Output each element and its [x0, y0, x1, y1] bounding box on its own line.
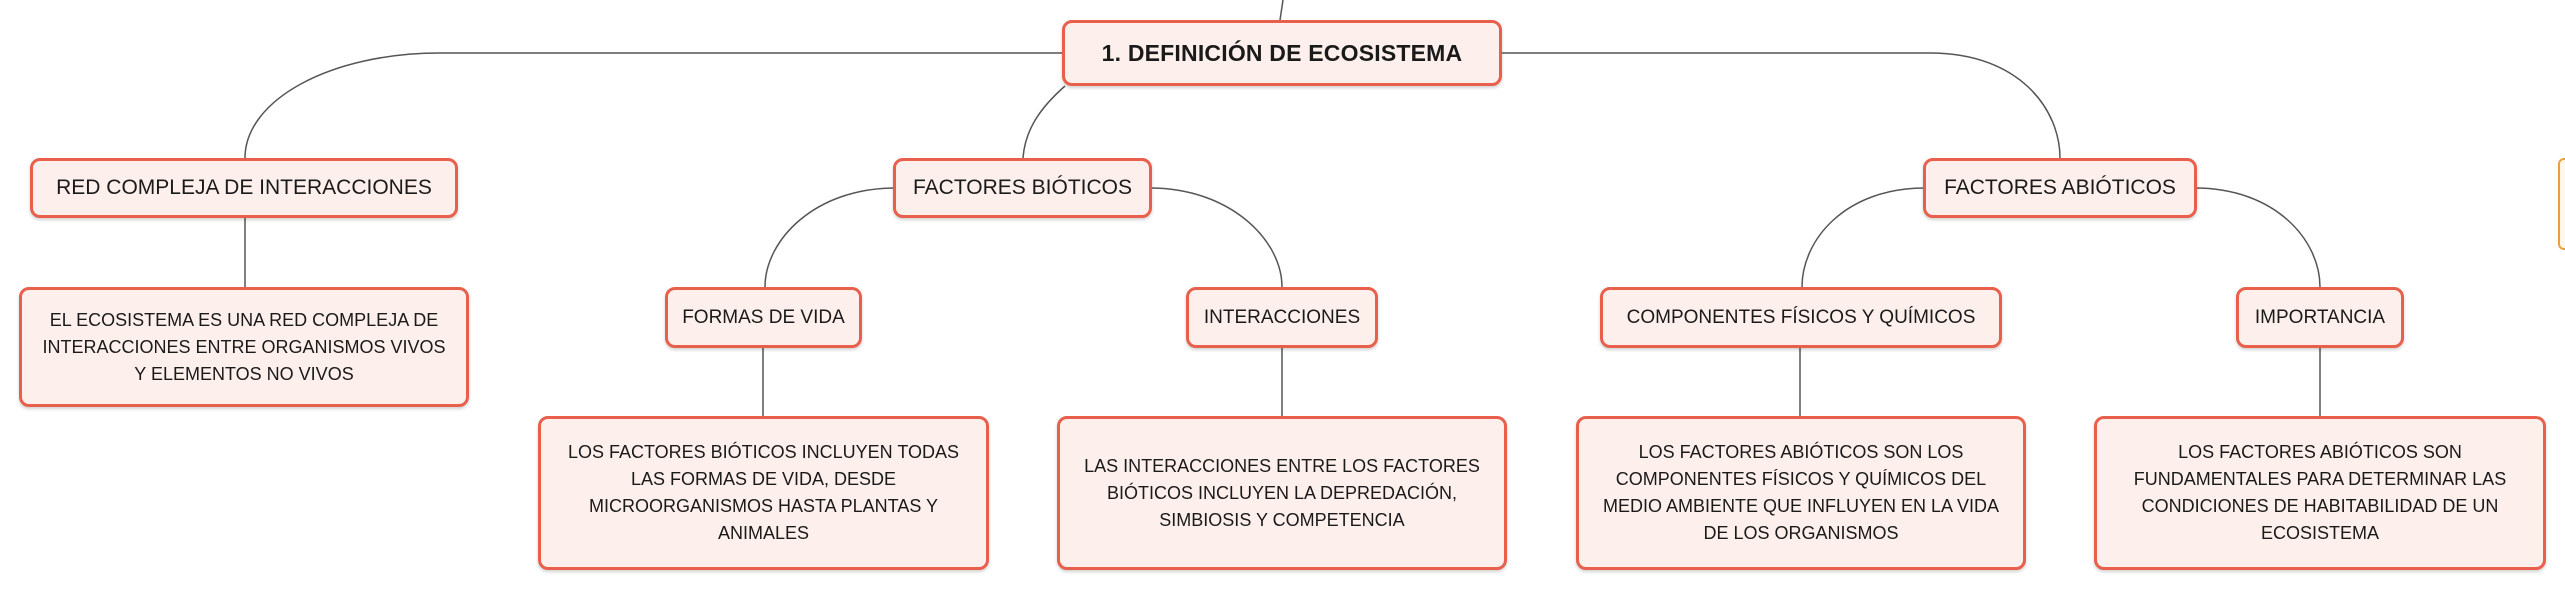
connector-abioticos-importancia: [2194, 187, 2321, 288]
node-interacciones-detail[interactable]: LAS INTERACCIONES ENTRE LOS FACTORES BIÓ…: [1057, 416, 1507, 570]
node-label: FACTORES ABIÓTICOS: [1944, 176, 2176, 199]
node-label: COMPONENTES FÍSICOS Y QUÍMICOS: [1626, 306, 1976, 328]
node-label: FORMAS DE VIDA: [682, 306, 845, 328]
node-formas-de-vida-detail[interactable]: LOS FACTORES BIÓTICOS INCLUYEN TODAS LAS…: [538, 416, 989, 570]
node-root-definicion-ecosistema[interactable]: 1. DEFINICIÓN DE ECOSISTEMA: [1062, 20, 1502, 86]
node-componentes-fisicos-quimicos[interactable]: COMPONENTES FÍSICOS Y QUÍMICOS: [1600, 287, 2002, 348]
node-interacciones[interactable]: INTERACCIONES: [1186, 287, 1378, 348]
node-factores-bioticos[interactable]: FACTORES BIÓTICOS: [893, 158, 1152, 218]
node-label: RED COMPLEJA DE INTERACCIONES: [56, 176, 432, 199]
node-factores-abioticos[interactable]: FACTORES ABIÓTICOS: [1923, 158, 2197, 218]
connector-root-red: [244, 52, 1062, 159]
connector-root-up: [1279, 0, 1284, 21]
node-label: INTERACCIONES: [1203, 306, 1361, 328]
node-componentes-detail[interactable]: LOS FACTORES ABIÓTICOS SON LOS COMPONENT…: [1576, 416, 2026, 570]
offscreen-node-edge: [2558, 158, 2565, 250]
node-importancia-detail[interactable]: LOS FACTORES ABIÓTICOS SON FUNDAMENTALES…: [2094, 416, 2546, 570]
node-text: LOS FACTORES BIÓTICOS INCLUYEN TODAS LAS…: [567, 442, 960, 543]
connector-root-bioticos: [1022, 85, 1066, 159]
node-red-compleja[interactable]: RED COMPLEJA DE INTERACCIONES: [30, 158, 458, 218]
node-text: LAS INTERACCIONES ENTRE LOS FACTORES BIÓ…: [1084, 455, 1480, 530]
node-text: EL ECOSISTEMA ES UNA RED COMPLEJA DE INT…: [42, 309, 446, 384]
node-red-compleja-detail[interactable]: EL ECOSISTEMA ES UNA RED COMPLEJA DE INT…: [19, 287, 469, 407]
node-label: FACTORES BIÓTICOS: [913, 176, 1132, 199]
node-label: IMPORTANCIA: [2254, 306, 2386, 328]
connector-root-abioticos: [1502, 52, 2061, 159]
node-importancia[interactable]: IMPORTANCIA: [2236, 287, 2404, 348]
node-formas-de-vida[interactable]: FORMAS DE VIDA: [665, 287, 862, 348]
node-text: LOS FACTORES ABIÓTICOS SON LOS COMPONENT…: [1602, 442, 2000, 543]
connector-bioticos-formas: [764, 187, 896, 288]
node-label: 1. DEFINICIÓN DE ECOSISTEMA: [1101, 39, 1463, 66]
connector-bioticos-interacciones: [1149, 187, 1283, 288]
connector-abioticos-componentes: [1801, 187, 1926, 288]
node-text: LOS FACTORES ABIÓTICOS SON FUNDAMENTALES…: [2133, 442, 2507, 543]
